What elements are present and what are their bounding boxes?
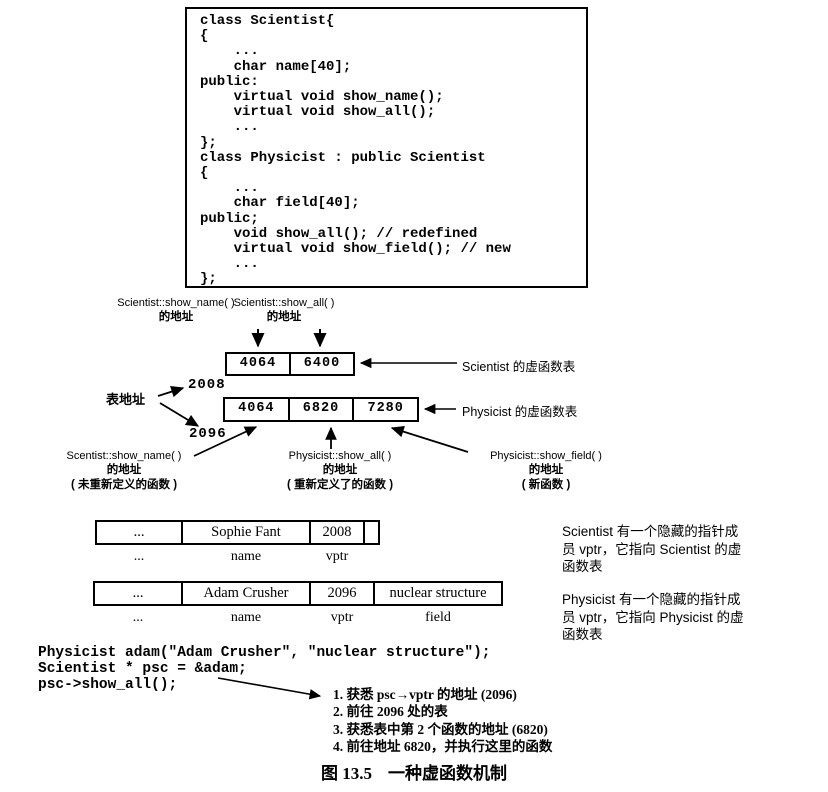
object-cell-name: Sophie Fant	[181, 520, 311, 545]
dispatch-step: 1. 获悉 psc→vptr 的地址 (2096)	[333, 687, 517, 702]
label-scientist-show-all-address: Scientist::show_all( ) 的地址	[214, 297, 354, 325]
table-address-label: 表地址	[106, 392, 146, 407]
class-definition-code: class Scientist{ { ... char name[40]; pu…	[200, 13, 511, 288]
object-cell-vptr: 2096	[309, 581, 375, 606]
dispatch-step: 2. 前往 2096 处的表	[333, 704, 448, 720]
object-cell-field: nuclear structure	[373, 581, 503, 606]
note-line: 函数表	[562, 627, 603, 642]
object-cell: ...	[93, 581, 183, 606]
object-cell-vptr: 2008	[309, 520, 365, 545]
note-line: 员 vptr，它指向 Physicist 的虚	[562, 609, 744, 625]
call-code: Physicist adam("Adam Crusher", "nuclear …	[38, 645, 491, 693]
note-line: 函数表	[562, 559, 603, 574]
object-field-label: vptr	[330, 610, 354, 625]
physicist-vptr-note: Physicist 有一个隐藏的指针成 员 vptr，它指向 Physicist…	[562, 591, 744, 644]
scientist-vtable: 4064 6400	[225, 352, 355, 376]
arrow-table-address-to-2096	[159, 402, 200, 427]
scientist-vptr-note: Scientist 有一个隐藏的指针成 员 vptr，它指向 Scientist…	[562, 523, 741, 576]
object-field-label: name	[230, 610, 262, 625]
label-line: Physicist::show_all( )	[288, 450, 392, 462]
object-cell: ...	[95, 520, 183, 545]
scientist-vtable-address: 2008	[188, 377, 226, 393]
label-line: ( 未重新定义的函数 )	[70, 479, 178, 491]
object-field-label: field	[425, 610, 451, 625]
label-new-show-field: Physicist::show_field( ) 的地址 ( 新函数 )	[466, 450, 626, 493]
label-line: Physicist::show_field( )	[490, 450, 602, 462]
physicist-object-table: ... ... Adam Crusher name 2096 vptr nucl…	[93, 581, 503, 626]
dispatch-step: 3. 获悉表中第 2 个函数的地址 (6820)	[333, 721, 548, 737]
label-redefined-show-all: Physicist::show_all( ) 的地址 ( 重新定义了的函数 )	[260, 450, 420, 493]
vtable-cell: 4064	[238, 401, 275, 416]
dispatch-step: 4. 前往地址 6820，并执行这里的函数	[333, 739, 553, 755]
vtable-cell: 6820	[287, 399, 353, 420]
label-line: ( 新函数 )	[521, 479, 571, 491]
arrow-table-address-to-2008	[157, 385, 185, 398]
object-field-label: ...	[132, 610, 144, 625]
label-line: 的地址	[158, 311, 194, 323]
note-line: Physicist 有一个隐藏的指针成	[562, 592, 741, 607]
label-line: Scientist::show_all( )	[233, 297, 335, 309]
arrow-show-field-label-to-cell	[390, 425, 469, 453]
object-field-label: name	[230, 549, 262, 564]
label-line: Scentist::show_name( )	[66, 450, 182, 462]
label-line: 的地址	[266, 311, 302, 323]
label-line: 的地址	[322, 464, 358, 476]
object-field-label: ...	[133, 549, 145, 564]
label-inherited-show-name: Scentist::show_name( ) 的地址 ( 未重新定义的函数 )	[44, 450, 204, 493]
physicist-vtable-label: Physicist 的虚函数表	[462, 405, 578, 419]
scientist-vtable-label: Scientist 的虚函数表	[462, 360, 576, 374]
note-line: Scientist 有一个隐藏的指针成	[562, 524, 739, 539]
call-code-box: Physicist adam("Adam Crusher", "nuclear …	[38, 645, 491, 693]
scientist-object-table: ... ... Sophie Fant name 2008 vptr	[95, 520, 380, 565]
class-definition-code-box: class Scientist{ { ... char name[40]; pu…	[185, 7, 588, 288]
figure-title: 一种虚函数机制	[388, 764, 507, 783]
object-cell-name: Adam Crusher	[181, 581, 311, 606]
vtable-cell: 7280	[352, 399, 417, 420]
label-line: ( 重新定义了的函数 )	[286, 479, 394, 491]
figure-caption: 图 13.5 一种虚函数机制	[0, 759, 828, 784]
label-line: 的地址	[106, 464, 142, 476]
label-line: 的地址	[528, 464, 564, 476]
object-cell-empty	[363, 520, 380, 545]
physicist-vtable: 4064 6820 7280	[223, 397, 419, 422]
object-field-label: vptr	[325, 549, 349, 564]
physicist-vtable-address: 2096	[189, 426, 227, 442]
vtable-cell: 4064	[239, 356, 277, 371]
label-scientist-show-name-address: Scientist::show_name( ) 的地址	[106, 297, 246, 325]
dispatch-steps-list: 1. 获悉 psc→vptr 的地址 (2096) 2. 前往 2096 处的表…	[333, 686, 552, 756]
vtable-cell: 6400	[289, 354, 353, 374]
note-line: 员 vptr，它指向 Scientist 的虚	[562, 541, 742, 557]
figure-number: 图 13.5	[321, 764, 372, 783]
label-line: Scientist::show_name( )	[117, 297, 235, 309]
